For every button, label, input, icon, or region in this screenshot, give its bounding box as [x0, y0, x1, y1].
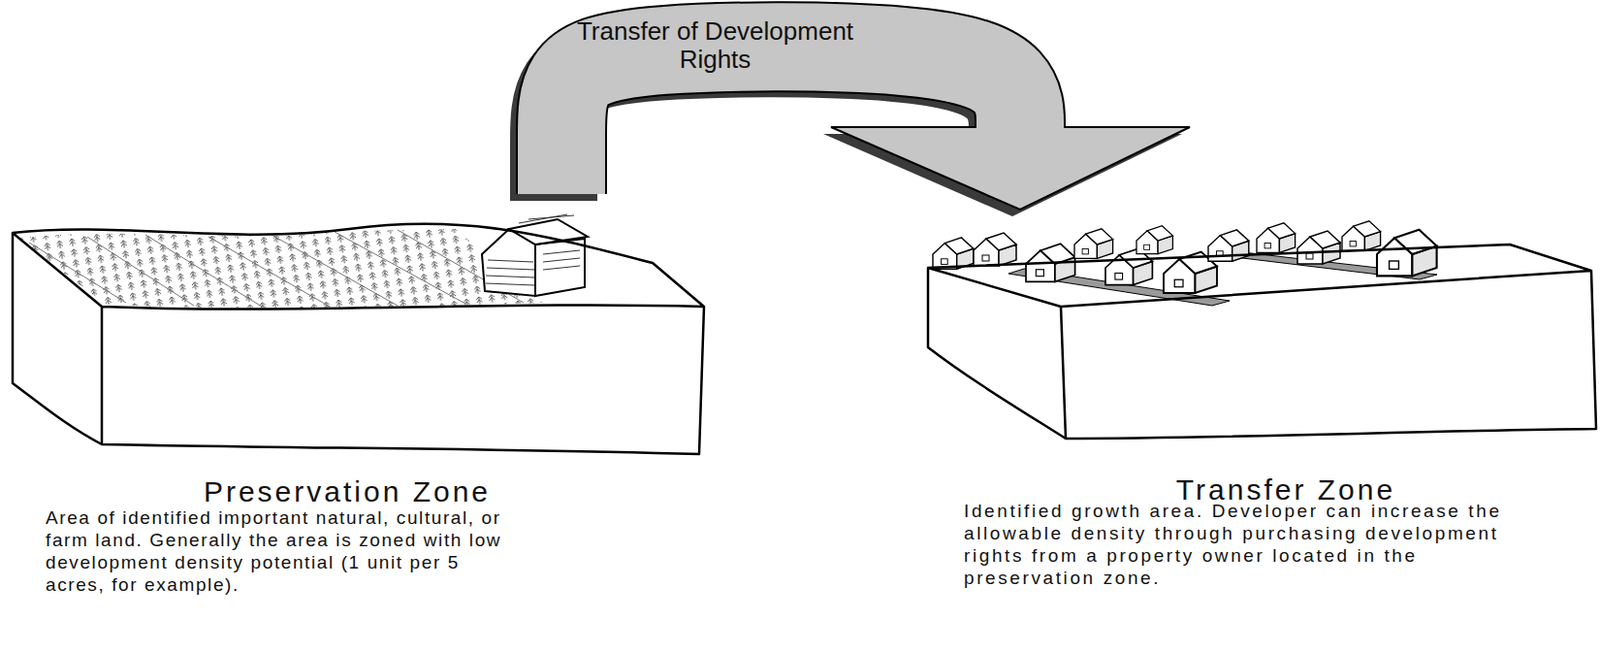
land-block-edge [928, 244, 1597, 439]
house [1342, 221, 1381, 252]
barn [481, 214, 588, 296]
crop-rows [29, 229, 524, 307]
house [973, 232, 1017, 266]
zone-block: Transfer ZoneIdentified growth area. Dev… [911, 209, 1600, 652]
house [932, 237, 974, 269]
arrow-head [831, 127, 1190, 210]
arrow-label: Transfer of Development Rights [575, 17, 857, 74]
house [1376, 229, 1438, 277]
crop-field [17, 228, 544, 309]
house [1297, 230, 1341, 264]
house [1136, 225, 1173, 255]
zone-block: Preservation ZoneArea of identified impo… [0, 193, 718, 652]
land-block-edge [12, 224, 704, 454]
zone-description: Area of identified important natural, cu… [45, 506, 526, 596]
zone-description: Identified growth area. Developer can in… [963, 499, 1556, 589]
transfer-arrow [553, 46, 1190, 217]
arrow-body [561, 46, 1021, 194]
zone-heading: Preservation Zone [104, 474, 590, 510]
house [1074, 228, 1114, 259]
house [1256, 223, 1296, 254]
